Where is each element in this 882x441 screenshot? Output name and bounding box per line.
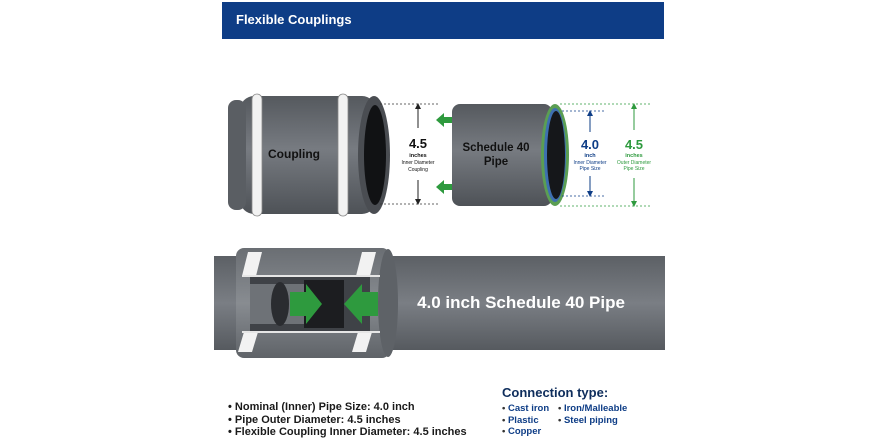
pipe-outer-value: 4.5 xyxy=(625,137,643,152)
pipe-inner-dimension: 4.0 inch Inner Diameter Pipe Size xyxy=(562,110,607,197)
pipe-outer-unit: inches xyxy=(625,153,642,159)
green-arrow-left-icon xyxy=(436,113,452,127)
connection-item: Copper xyxy=(502,426,549,438)
assembly-label: 4.0 inch Schedule 40 Pipe xyxy=(417,293,625,312)
connection-item: Iron/Malleable xyxy=(558,403,627,415)
coupling-inner-desc-1: Inner Diameter xyxy=(401,160,434,166)
header-title: Flexible Couplings xyxy=(236,12,352,27)
pipe-inner-desc-2: Pipe Size xyxy=(579,166,600,172)
assembly-coupling-edge xyxy=(378,249,398,357)
band-highlight-bottom-right xyxy=(352,332,372,352)
connection-item: Steel piping xyxy=(558,415,627,427)
cutaway-pipe-opening xyxy=(271,282,289,326)
coupling-dimension: 4.5 inches Inner Diameter Coupling xyxy=(380,103,452,205)
coupling-band-right xyxy=(337,93,349,217)
pipe-inner-unit: inch xyxy=(584,153,596,159)
pipe-outer-desc-2: Pipe Size xyxy=(623,166,644,172)
pipe-opening xyxy=(547,111,565,199)
connection-item: Plastic xyxy=(502,415,549,427)
connection-list-col1: Cast iron Plastic Copper xyxy=(502,403,549,438)
assembly-illustration: 4.0 inch Schedule 40 Pipe xyxy=(214,248,665,358)
coupling-opening xyxy=(364,105,386,205)
pipe-label-line2: Pipe xyxy=(484,156,508,168)
spec-item: Nominal (Inner) Pipe Size: 4.0 inch xyxy=(228,401,467,414)
pipe-outer-desc-1: Outer Diameter xyxy=(617,160,652,166)
pipe-inner-desc-1: Inner Diameter xyxy=(573,160,606,166)
specs-list: Nominal (Inner) Pipe Size: 4.0 inch Pipe… xyxy=(228,401,467,439)
band-highlight-bottom-left xyxy=(238,332,258,352)
connection-item: Cast iron xyxy=(502,403,549,415)
coupling-inner-unit: inches xyxy=(409,153,426,159)
band-highlight-top-right xyxy=(356,252,376,276)
spec-item: Flexible Coupling Inner Diameter: 4.5 in… xyxy=(228,426,467,439)
green-arrow-right-icon xyxy=(290,284,322,324)
coupling-band-left xyxy=(251,93,263,217)
connection-list-col2: Iron/Malleable Steel piping xyxy=(558,403,627,426)
band-highlight-top-left xyxy=(242,252,262,276)
coupling-inner-desc-2: Coupling xyxy=(408,167,428,173)
green-arrow-left-icon xyxy=(436,180,452,194)
coupling-illustration: Coupling xyxy=(228,93,390,217)
header-banner: Flexible Couplings xyxy=(222,2,664,39)
pipe-inner-value: 4.0 xyxy=(581,137,599,152)
coupling-left-end xyxy=(228,100,246,210)
pipe-outer-dimension: 4.5 inches Outer Diameter Pipe Size xyxy=(560,103,652,207)
pipe-illustration: Schedule 40 Pipe xyxy=(452,104,569,206)
coupling-label: Coupling xyxy=(268,147,320,161)
pipe-body xyxy=(452,104,552,206)
coupling-inner-value: 4.5 xyxy=(409,136,427,151)
pipe-label-line1: Schedule 40 xyxy=(462,142,529,154)
connection-title: Connection type: xyxy=(502,385,609,400)
green-arrow-left-icon xyxy=(344,284,378,324)
spec-item: Pipe Outer Diameter: 4.5 inches xyxy=(228,414,467,427)
